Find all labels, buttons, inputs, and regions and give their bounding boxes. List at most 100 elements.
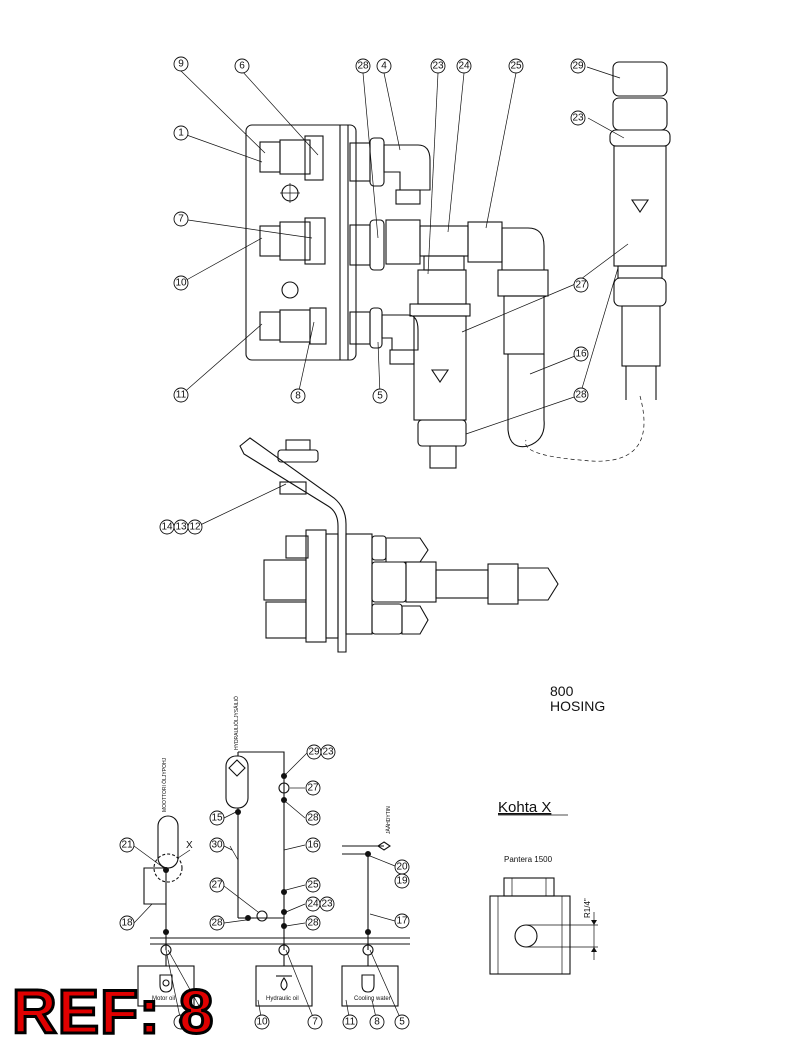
svg-text:7: 7 bbox=[178, 214, 184, 225]
svg-text:29: 29 bbox=[572, 61, 584, 72]
svg-text:28: 28 bbox=[575, 390, 587, 401]
balloon-4: 4 bbox=[376, 58, 392, 74]
balloon-1: 1 bbox=[173, 125, 189, 141]
svg-text:5: 5 bbox=[377, 391, 383, 402]
balloon-6: 6 bbox=[234, 58, 250, 74]
balloon-8: 8 bbox=[369, 1014, 385, 1030]
detail-marker: X bbox=[186, 840, 193, 851]
balloon-28: 28 bbox=[573, 387, 589, 403]
balloon-16: 16 bbox=[305, 837, 321, 853]
detail-title: Kohta X bbox=[498, 799, 551, 816]
svg-text:6: 6 bbox=[178, 1017, 184, 1028]
svg-text:27: 27 bbox=[575, 280, 587, 291]
balloon-21: 21 bbox=[119, 837, 135, 853]
svg-text:25: 25 bbox=[307, 880, 319, 891]
svg-text:18: 18 bbox=[121, 918, 133, 929]
panel-hydraulic-oil-label: Hydraulic oil bbox=[266, 996, 299, 1002]
balloon-23: 23 bbox=[319, 896, 335, 912]
balloon-11: 11 bbox=[173, 387, 189, 403]
hydraulic-tank-label: HYDRAULIÖLJYSÄILIÖ bbox=[233, 696, 240, 750]
svg-text:10: 10 bbox=[256, 1017, 268, 1028]
drawing-title: HOSING bbox=[550, 698, 605, 714]
balloon-7: 7 bbox=[307, 1014, 323, 1030]
balloon-5: 5 bbox=[394, 1014, 410, 1030]
svg-text:10: 10 bbox=[175, 278, 187, 289]
svg-text:13: 13 bbox=[175, 522, 187, 533]
svg-text:23: 23 bbox=[322, 747, 334, 758]
ref-stamp: REF: 8 bbox=[10, 978, 215, 1047]
svg-text:15: 15 bbox=[211, 813, 223, 824]
panel-motor-oil-label: Motor oil bbox=[152, 996, 175, 1002]
balloon-10: 10 bbox=[173, 275, 189, 291]
detail-subtitle: Pantera 1500 bbox=[504, 855, 553, 864]
svg-text:5: 5 bbox=[399, 1017, 405, 1028]
balloon-25: 25 bbox=[305, 877, 321, 893]
balloon-23: 23 bbox=[430, 58, 446, 74]
balloon-20: 20 bbox=[394, 859, 410, 875]
svg-text:30: 30 bbox=[211, 840, 223, 851]
panel-cooling-water-label: Cooling water bbox=[354, 996, 391, 1002]
motor-oil-tank-label: MOOTTORI ÖLJYPOHJ bbox=[161, 757, 168, 812]
balloon-24: 24 bbox=[456, 58, 472, 74]
balloon-6: 6 bbox=[173, 1014, 189, 1030]
balloon-8: 8 bbox=[290, 388, 306, 404]
balloon-29: 29 bbox=[306, 744, 322, 760]
svg-text:25: 25 bbox=[510, 61, 522, 72]
balloon-17: 17 bbox=[394, 913, 410, 929]
cooling-label: JÄÄHDYTIN bbox=[385, 806, 392, 834]
balloon-15: 15 bbox=[209, 810, 225, 826]
svg-text:12: 12 bbox=[189, 522, 201, 533]
balloon-23: 23 bbox=[570, 110, 586, 126]
balloon-28: 28 bbox=[305, 810, 321, 826]
svg-text:14: 14 bbox=[161, 522, 173, 533]
balloon-24: 24 bbox=[305, 896, 321, 912]
balloon-27: 27 bbox=[305, 780, 321, 796]
balloon-27: 27 bbox=[209, 877, 225, 893]
svg-text:20: 20 bbox=[396, 862, 408, 873]
svg-text:8: 8 bbox=[295, 391, 301, 402]
balloon-27: 27 bbox=[573, 277, 589, 293]
drawing-number: 800 bbox=[550, 683, 574, 699]
svg-text:8: 8 bbox=[374, 1017, 380, 1028]
balloon-13: 13 bbox=[173, 519, 189, 535]
svg-text:4: 4 bbox=[381, 61, 387, 72]
svg-text:11: 11 bbox=[345, 1017, 356, 1028]
balloon-23: 23 bbox=[320, 744, 336, 760]
svg-text:23: 23 bbox=[321, 899, 333, 910]
svg-text:7: 7 bbox=[312, 1017, 318, 1028]
side-view-assembly bbox=[195, 437, 559, 653]
schematic-diagram: MOOTTORI ÖLJYPOHJ X HYDRAULIÖLJYSÄILIÖ J… bbox=[133, 696, 410, 1023]
svg-text:28: 28 bbox=[307, 813, 319, 824]
balloon-30: 30 bbox=[209, 837, 225, 853]
balloon-9: 9 bbox=[173, 56, 189, 72]
svg-text:21: 21 bbox=[121, 840, 133, 851]
balloon-16: 16 bbox=[573, 346, 589, 362]
balloon-19: 19 bbox=[394, 873, 410, 889]
svg-text:17: 17 bbox=[396, 916, 408, 927]
svg-text:1: 1 bbox=[178, 128, 184, 139]
balloon-11: 11 bbox=[342, 1014, 358, 1030]
svg-text:23: 23 bbox=[572, 113, 584, 124]
svg-text:6: 6 bbox=[239, 61, 245, 72]
svg-text:28: 28 bbox=[357, 61, 369, 72]
top-assembly bbox=[180, 61, 671, 469]
svg-text:28: 28 bbox=[307, 918, 319, 929]
balloon-14: 14 bbox=[159, 519, 175, 535]
balloon-28: 28 bbox=[305, 915, 321, 931]
svg-text:27: 27 bbox=[307, 783, 319, 794]
svg-text:16: 16 bbox=[307, 840, 319, 851]
balloon-18: 18 bbox=[119, 915, 135, 931]
svg-text:24: 24 bbox=[307, 899, 319, 910]
svg-text:27: 27 bbox=[211, 880, 223, 891]
svg-text:29: 29 bbox=[308, 747, 320, 758]
balloon-10: 10 bbox=[254, 1014, 270, 1030]
balloon-7: 7 bbox=[173, 211, 189, 227]
svg-text:9: 9 bbox=[178, 59, 184, 70]
svg-text:23: 23 bbox=[432, 61, 444, 72]
svg-text:28: 28 bbox=[211, 918, 223, 929]
balloon-12: 12 bbox=[187, 519, 203, 535]
svg-text:24: 24 bbox=[458, 61, 470, 72]
balloon-28: 28 bbox=[209, 915, 225, 931]
svg-text:19: 19 bbox=[396, 876, 408, 887]
